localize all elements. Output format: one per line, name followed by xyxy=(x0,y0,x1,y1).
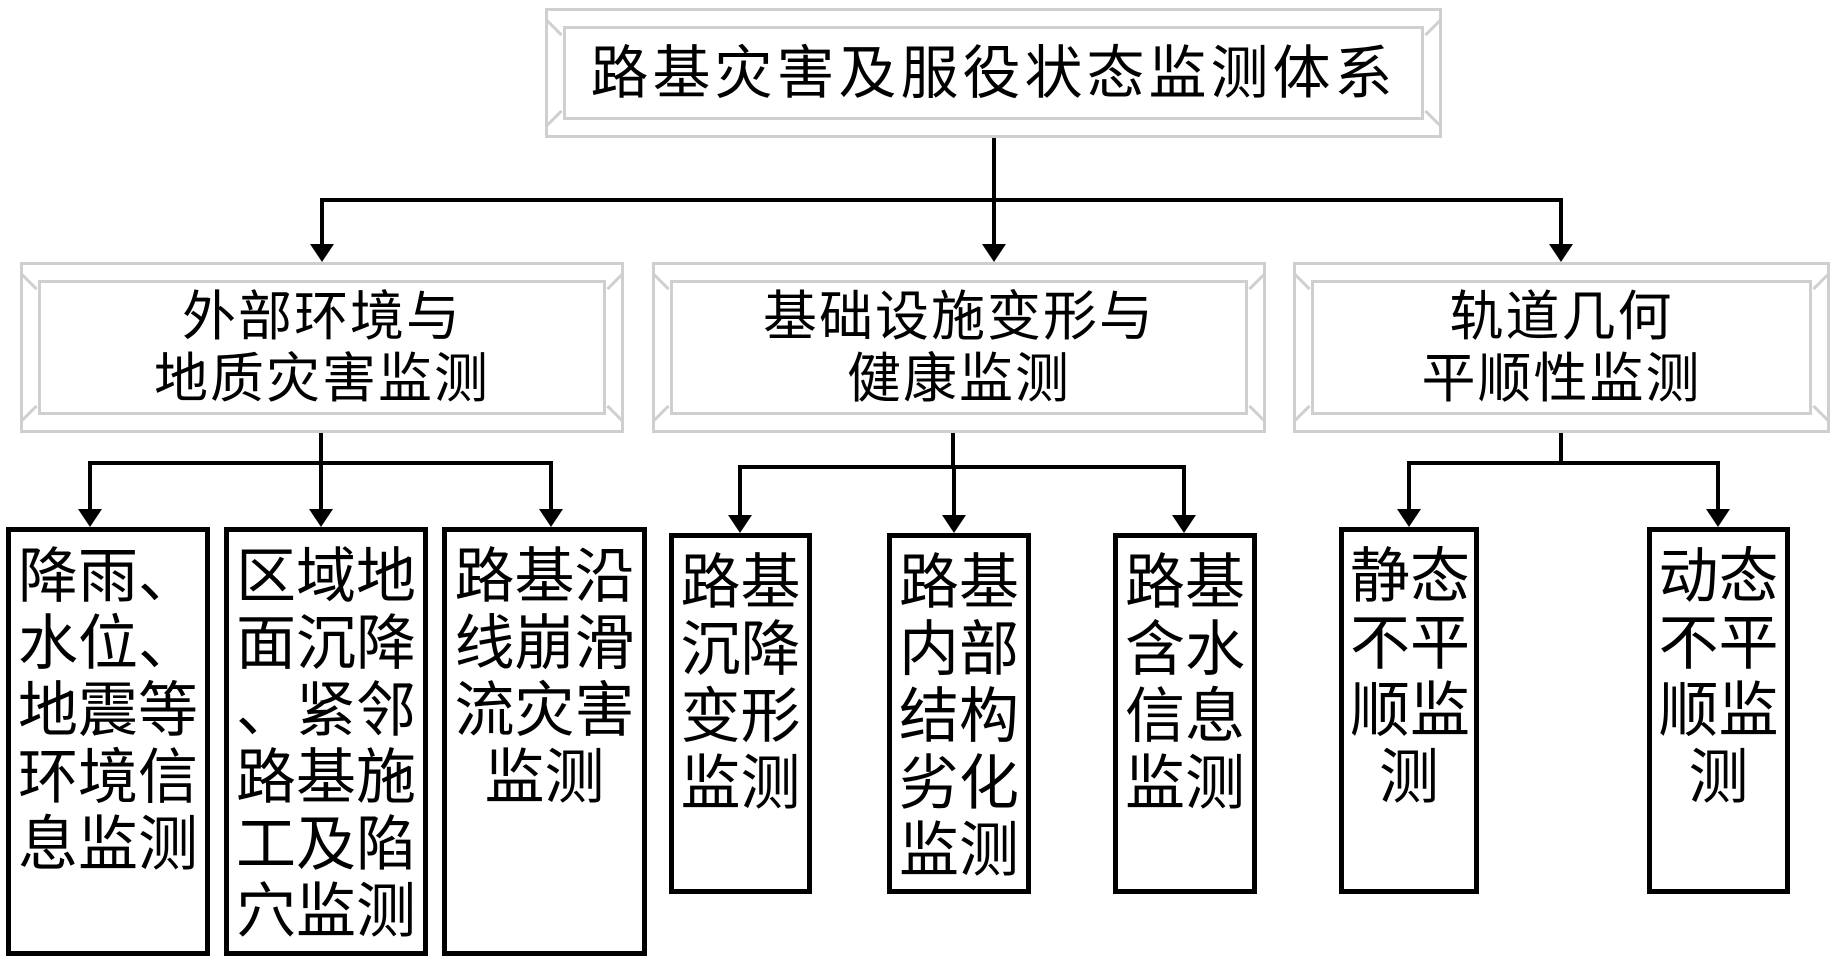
category-label-line: 健康监测 xyxy=(847,346,1071,410)
leaf-label-line: 线崩滑 xyxy=(454,609,635,679)
leaf-node-environment-info: 降雨、 水位、 地震等 环境信 息监测 xyxy=(6,527,210,956)
category-label-line: 外部环境与 xyxy=(182,284,462,348)
leaf-label-line: 测 xyxy=(1688,743,1749,813)
leaf-label-line: 测 xyxy=(1379,743,1439,813)
category-node-label: 基础设施变形与 健康监测 xyxy=(673,283,1245,412)
root-node: 路基灾害及服役状态监测体系 xyxy=(544,8,1443,138)
leaf-node-static-irregularity: 静态 不平 顺监 测 xyxy=(1339,527,1479,894)
arrowhead-icon xyxy=(78,509,102,527)
leaf-label-line: 区域地 xyxy=(236,542,416,612)
root-title: 路基灾害及服役状态监测体系 xyxy=(590,39,1397,107)
arrowhead-icon xyxy=(1549,244,1573,262)
leaf-label-line: 变形 xyxy=(680,682,801,752)
leaf-node-internal-structure: 路基 内部 结构 劣化 监测 xyxy=(887,533,1031,894)
category-node-external-environment: 外部环境与 地质灾害监测 xyxy=(19,262,625,433)
arrowhead-icon xyxy=(539,509,563,527)
leaf-label-line: 环境信 xyxy=(18,743,198,813)
leaf-label-line: 息监测 xyxy=(18,810,198,880)
leaf-label-line: 面沉降 xyxy=(236,609,416,679)
arrowhead-icon xyxy=(1172,515,1196,533)
leaf-label-line: 内部 xyxy=(899,615,1019,685)
arrowhead-icon xyxy=(309,509,333,527)
root-node-label: 路基灾害及服役状态监测体系 xyxy=(566,29,1421,117)
leaf-label-line: 路基施 xyxy=(236,743,416,813)
category-node-label: 外部环境与 地质灾害监测 xyxy=(41,283,603,412)
arrowhead-icon xyxy=(728,515,752,533)
arrowhead-icon xyxy=(1706,509,1730,527)
arrowhead-icon xyxy=(982,244,1006,262)
category-node-label: 轨道几何 平顺性监测 xyxy=(1314,283,1809,412)
leaf-node-landslide-debris: 路基沿 线崩滑 流灾害 监测 xyxy=(442,527,647,956)
leaf-label-line: 地震等 xyxy=(18,676,198,746)
leaf-label-line: 穴监测 xyxy=(236,877,416,947)
leaf-label-line: 顺监 xyxy=(1350,676,1470,746)
leaf-label-line: 流灾害 xyxy=(454,676,635,746)
category-node-track-geometry: 轨道几何 平顺性监测 xyxy=(1292,262,1831,433)
arrowhead-icon xyxy=(942,515,966,533)
leaf-node-moisture-content: 路基 含水 信息 监测 xyxy=(1113,533,1257,894)
leaf-label-line: 路基 xyxy=(1125,548,1245,618)
leaf-label-line: 路基 xyxy=(680,548,801,618)
leaf-node-regional-subsidence: 区域地 面沉降 、紧邻 路基施 工及陷 穴监测 xyxy=(224,527,428,956)
leaf-label-line: 不平 xyxy=(1658,609,1779,679)
leaf-label-line: 路基 xyxy=(899,548,1019,618)
category-label-line: 平顺性监测 xyxy=(1421,346,1702,410)
leaf-label-line: 沉降 xyxy=(680,615,801,685)
leaf-label-line: 含水 xyxy=(1125,615,1245,685)
leaf-label-line: 静态 xyxy=(1350,542,1470,612)
leaf-label-line: 水位、 xyxy=(18,609,198,679)
leaf-label-line: 监测 xyxy=(1125,749,1245,819)
leaf-label-line: 劣化 xyxy=(899,749,1019,819)
leaf-label-line: 监测 xyxy=(680,749,801,819)
leaf-label-line: 监测 xyxy=(484,743,605,813)
leaf-label-line: 监测 xyxy=(899,816,1019,886)
category-label-line: 地质灾害监测 xyxy=(154,346,490,410)
leaf-node-dynamic-irregularity: 动态 不平 顺监 测 xyxy=(1647,527,1790,894)
leaf-label-line: 工及陷 xyxy=(236,810,416,880)
leaf-label-line: 信息 xyxy=(1125,682,1245,752)
category-label-line: 基础设施变形与 xyxy=(763,284,1155,348)
leaf-label-line: 不平 xyxy=(1350,609,1470,679)
arrowhead-icon xyxy=(1397,509,1421,527)
leaf-label-line: 动态 xyxy=(1658,542,1779,612)
arrowhead-icon xyxy=(310,244,334,262)
category-label-line: 轨道几何 xyxy=(1449,284,1674,348)
leaf-label-line: 顺监 xyxy=(1658,676,1779,746)
category-node-infrastructure-deformation: 基础设施变形与 健康监测 xyxy=(651,262,1267,433)
leaf-label-line: 、紧邻 xyxy=(236,676,416,746)
leaf-label-line: 路基沿 xyxy=(454,542,635,612)
leaf-label-line: 结构 xyxy=(899,682,1019,752)
leaf-label-line: 降雨、 xyxy=(18,542,198,612)
leaf-node-settlement-deformation: 路基 沉降 变形 监测 xyxy=(669,533,812,894)
